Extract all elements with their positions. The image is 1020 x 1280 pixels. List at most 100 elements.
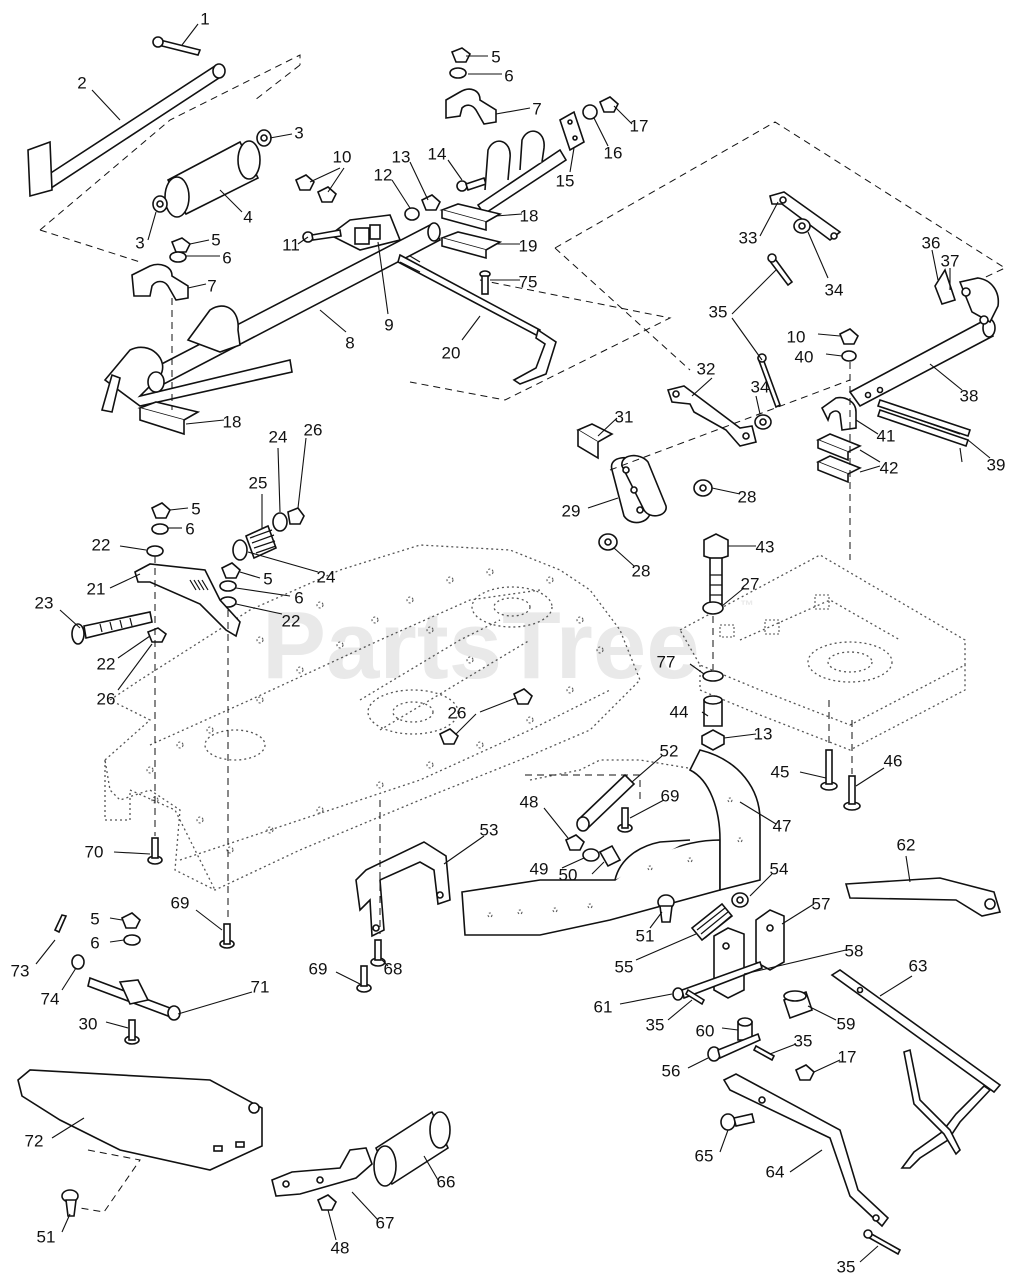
callout-72: 72	[25, 1131, 44, 1150]
callout-5: 5	[491, 47, 500, 66]
callout-22: 22	[282, 611, 301, 630]
part-bolt-75	[479, 270, 491, 295]
part-link-64	[722, 1073, 890, 1228]
callout-39: 39	[987, 455, 1006, 474]
part-washer-77-spacer-44-nut-13	[701, 670, 725, 751]
callout-14: 14	[428, 144, 447, 163]
callout-35: 35	[837, 1257, 856, 1276]
callout-51: 51	[636, 926, 655, 945]
callout-60: 60	[696, 1021, 715, 1040]
callout-22: 22	[92, 535, 111, 554]
callout-35: 35	[709, 302, 728, 321]
callout-38: 38	[960, 386, 979, 405]
part-roller-4	[164, 140, 261, 218]
callout-44: 44	[670, 702, 689, 721]
callout-40: 40	[795, 347, 814, 366]
callout-71: 71	[251, 977, 270, 996]
part-pin-52	[576, 773, 636, 832]
callout-28: 28	[632, 561, 651, 580]
callout-17: 17	[838, 1047, 857, 1066]
callout-5: 5	[90, 909, 99, 928]
mower-deck	[104, 544, 701, 891]
callout-9: 9	[384, 315, 393, 334]
part-bolts-10-11	[294, 174, 342, 243]
part-bracket-67-nut-48	[271, 1147, 373, 1211]
part-cotter-35-lower	[863, 1229, 902, 1256]
callout-34: 34	[825, 280, 844, 299]
part-blocks-57-58	[713, 909, 785, 999]
callout-1: 1	[200, 9, 209, 28]
part-bracket-33	[769, 191, 842, 242]
part-spring-25	[232, 507, 305, 561]
callout-15: 15	[556, 171, 575, 190]
part-nut-17-bolt-65	[720, 1064, 815, 1131]
watermark: PartsTree	[262, 592, 700, 699]
callout-13: 13	[392, 147, 411, 166]
callout-4: 4	[243, 207, 252, 226]
callout-66: 66	[437, 1172, 456, 1191]
part-bushings-60-59	[737, 990, 814, 1041]
callout-63: 63	[909, 956, 928, 975]
callout-24: 24	[317, 567, 336, 586]
callout-36: 36	[922, 233, 941, 252]
callout-24: 24	[269, 427, 288, 446]
part-bolts-45-46	[820, 749, 861, 811]
part-lever-71	[53, 912, 181, 1045]
part-bracket-53	[355, 841, 451, 938]
callout-47: 47	[773, 816, 792, 835]
part-rockshaft-38	[848, 268, 1000, 408]
part-handle-14-15	[456, 110, 585, 216]
callout-68: 68	[384, 959, 403, 978]
callout-35: 35	[646, 1015, 665, 1034]
callout-70: 70	[85, 842, 104, 861]
part-bolt-43-washer-27	[702, 533, 729, 615]
part-pin-56-cotter-35	[707, 1032, 776, 1062]
callout-45: 45	[771, 762, 790, 781]
part-bracket-21	[134, 563, 241, 638]
part-bolts-68-69	[356, 939, 386, 993]
callout-41: 41	[877, 426, 896, 445]
callout-33: 33	[739, 228, 758, 247]
callout-21: 21	[87, 579, 106, 598]
callout-42: 42	[880, 458, 899, 477]
callout-20: 20	[442, 343, 461, 362]
callout-77: 77	[657, 652, 676, 671]
callout-62: 62	[897, 835, 916, 854]
callout-29: 29	[562, 501, 581, 520]
part-spring-55	[690, 902, 734, 942]
callout-48: 48	[520, 792, 539, 811]
callout-19: 19	[519, 236, 538, 255]
part-baffle-47	[461, 749, 761, 936]
callout-74: 74	[41, 989, 60, 1008]
part-bolt-70-69	[147, 807, 633, 949]
callout-6: 6	[294, 588, 303, 607]
callout-12: 12	[374, 165, 393, 184]
part-cotter-pin-1	[152, 36, 202, 56]
part-rod-63	[830, 969, 1002, 1169]
callout-64: 64	[766, 1162, 785, 1181]
callout-69: 69	[661, 786, 680, 805]
callout-52: 52	[660, 741, 679, 760]
callout-2: 2	[77, 73, 86, 92]
callout-7: 7	[532, 99, 541, 118]
callout-50: 50	[559, 865, 578, 884]
callout-26: 26	[304, 420, 323, 439]
callout-59: 59	[837, 1014, 856, 1033]
callout-7: 7	[207, 276, 216, 295]
callout-32: 32	[697, 359, 716, 378]
callout-28: 28	[738, 487, 757, 506]
callout-46: 46	[884, 751, 903, 770]
callout-5: 5	[263, 569, 272, 588]
callout-49: 49	[530, 859, 549, 878]
callout-6: 6	[222, 248, 231, 267]
callout-10: 10	[333, 147, 352, 166]
part-bar-62	[844, 877, 1002, 917]
callout-55: 55	[615, 957, 634, 976]
callout-67: 67	[376, 1213, 395, 1232]
part-nuts-washers-5-6-middle	[146, 502, 241, 608]
callout-58: 58	[845, 941, 864, 960]
callout-22: 22	[97, 654, 116, 673]
callout-43: 43	[756, 537, 775, 556]
callout-75: 75	[519, 272, 538, 291]
